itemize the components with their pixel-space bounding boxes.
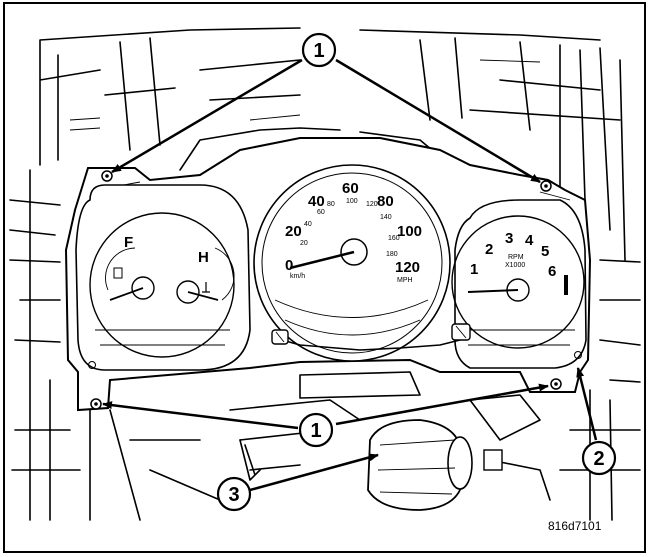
callout-3-label: 3: [228, 484, 239, 506]
speedometer: 40 60 80 20 100 0 120 80 100 120 60 140 …: [253, 164, 451, 362]
speed-kmh-180: 180: [386, 251, 398, 258]
fuel-pump-icon: [113, 267, 123, 279]
tach-unit-x1000: X1000: [505, 262, 525, 269]
speed-kmh-100: 100: [346, 198, 358, 205]
speed-kmh-60: 60: [317, 209, 325, 216]
speed-kmh-160: 160: [388, 235, 400, 242]
fuel-gauge: F: [105, 234, 155, 301]
callout-3: 3: [216, 476, 252, 512]
speed-mph-0: 0: [285, 257, 293, 274]
tach-3: 3: [505, 230, 513, 247]
speed-mph-80: 80: [377, 193, 394, 210]
speed-mph-40: 40: [308, 193, 325, 210]
fuel-temp-gauge-pod: F H: [75, 184, 251, 371]
speed-unit-kmh: km/h: [290, 273, 305, 280]
speed-kmh-120: 120: [366, 201, 378, 208]
callout-2-label: 2: [593, 448, 604, 470]
tach-2: 2: [485, 241, 493, 258]
tach-unit-rpm: RPM: [508, 254, 524, 261]
speed-unit-mph: MPH: [397, 277, 413, 284]
dashboard-background: [9, 27, 641, 521]
figure-frame: [3, 2, 646, 553]
steering-column: [239, 419, 503, 511]
cluster-connectors: [271, 323, 471, 351]
speed-kmh-140: 140: [380, 214, 392, 221]
fuel-full-label: F: [124, 234, 133, 251]
coolant-temp-icon: [202, 282, 210, 293]
speed-mph-120: 120: [395, 259, 420, 276]
speed-kmh-20: 20: [300, 240, 308, 247]
speed-mph-100: 100: [397, 223, 422, 240]
tach-6: 6: [548, 263, 556, 280]
speed-mph-20: 20: [285, 223, 302, 240]
temp-hot-label: H: [198, 249, 209, 266]
callout-2: 2: [581, 440, 617, 476]
callout-1-bottom-label: 1: [310, 420, 321, 442]
callout-arrows: [102, 58, 598, 492]
figure-id: 816d7101: [548, 519, 602, 533]
tachometer: 1 2 3 4 5 6 RPM X1000: [451, 199, 587, 369]
temp-gauge: H: [176, 247, 235, 304]
speed-mph-60: 60: [342, 180, 359, 197]
callout-1-top-label: 1: [313, 40, 324, 62]
tach-5: 5: [541, 243, 549, 260]
mounting-screws: [90, 170, 562, 410]
tach-4: 4: [525, 232, 534, 249]
speed-kmh-40: 40: [304, 221, 312, 228]
tach-1: 1: [470, 261, 478, 278]
speed-kmh-80: 80: [327, 201, 335, 208]
callout-1-top: 1: [301, 32, 337, 68]
callout-1-bottom: 1: [298, 412, 334, 448]
